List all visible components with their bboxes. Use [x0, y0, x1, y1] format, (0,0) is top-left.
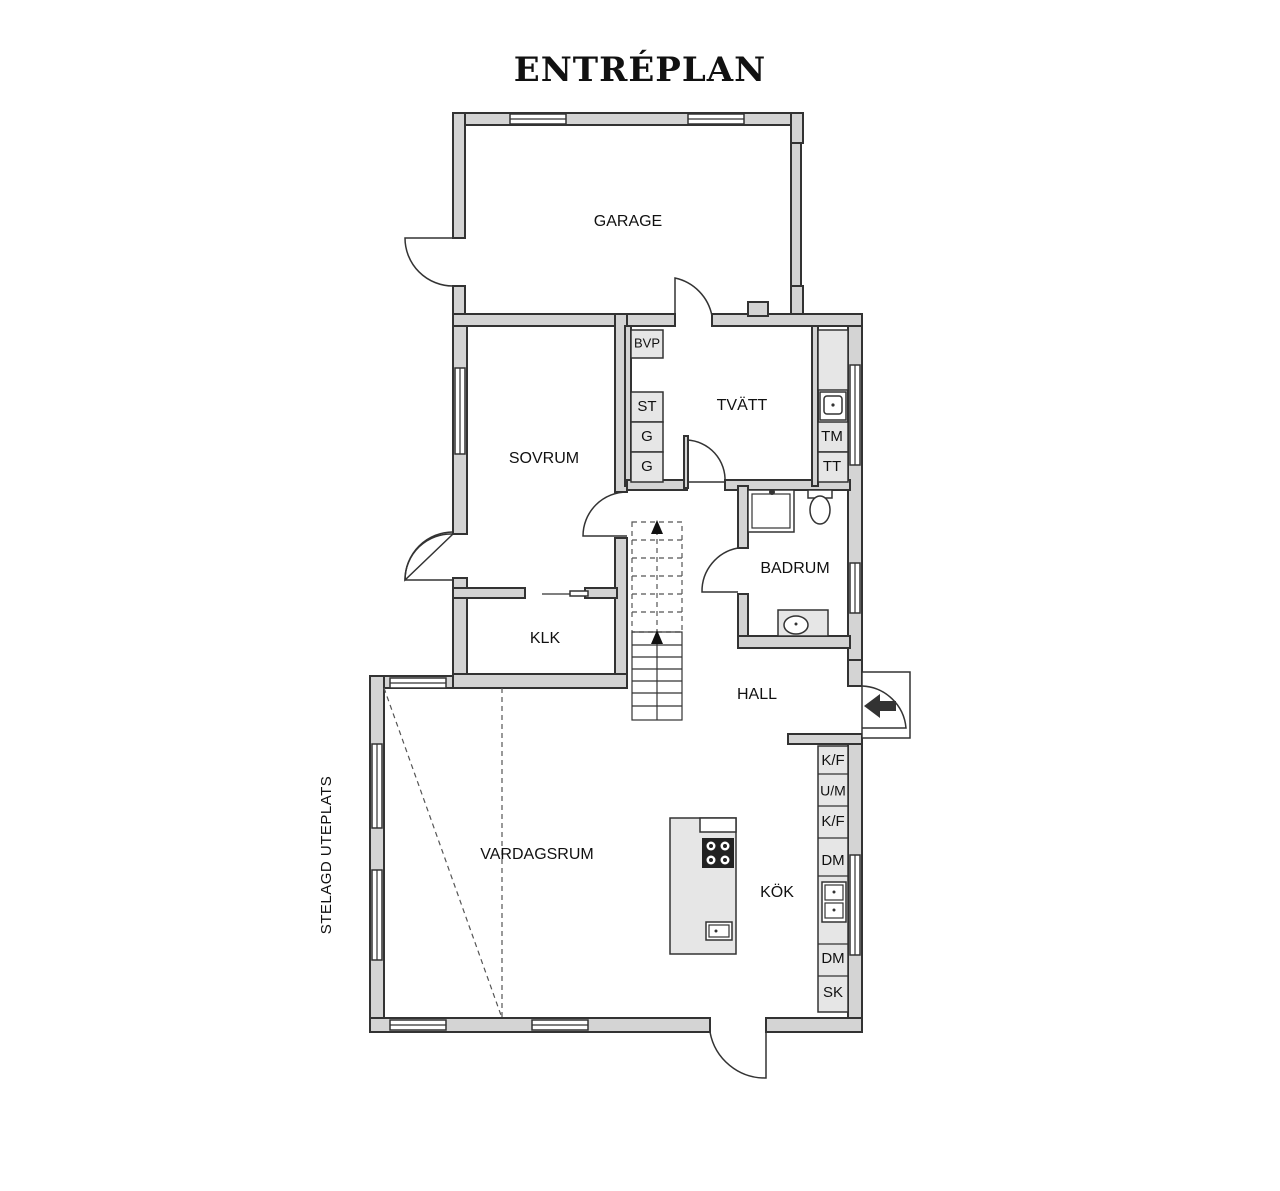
interior-walls — [452, 301, 863, 745]
staircase — [631, 520, 683, 721]
stair-arrow-icon — [651, 520, 663, 534]
room-label-tvatt: TVÄTT — [717, 396, 768, 414]
room-label-klk: KLK — [530, 630, 561, 647]
stove-icon — [702, 838, 734, 868]
terrace-label: STELAGD UTEPLATS — [318, 776, 335, 935]
sink-icon — [821, 881, 847, 923]
fixture-label-sk: SK — [823, 984, 843, 1001]
fixture-label-kf1: K/F — [821, 752, 844, 769]
fixture-label-tt: TT — [823, 458, 841, 475]
room-label-badrum: BADRUM — [760, 560, 829, 577]
shower-icon — [747, 489, 795, 533]
plan-title: ENTRÉPLAN — [513, 50, 767, 90]
entrance-arrow-icon — [864, 694, 896, 718]
room-label-vardagsrum: VARDAGSRUM — [480, 846, 594, 863]
fixture-label-dm1: DM — [821, 852, 844, 869]
fixture-label-bvp: BVP — [634, 335, 660, 350]
fixture-label-g2: G — [641, 458, 653, 475]
fixture-label-tm: TM — [821, 428, 843, 445]
room-label-hall: HALL — [737, 686, 777, 703]
room-label-sovrum: SOVRUM — [509, 450, 579, 467]
room-label-garage: GARAGE — [594, 213, 662, 230]
fixture-label-st: ST — [637, 398, 656, 415]
stair-arrow-icon — [651, 630, 663, 644]
windows — [371, 113, 861, 1031]
utility-fixtures — [630, 329, 849, 637]
room-label-kok: KÖK — [760, 883, 794, 901]
sink-icon — [777, 609, 829, 637]
fixture-label-um: U/M — [820, 783, 846, 799]
terrace-lines — [383, 687, 503, 1019]
fixture-label-kf2: K/F — [821, 813, 844, 830]
kitchen-fixtures — [669, 745, 849, 1013]
fixture-label-g1: G — [641, 428, 653, 445]
fixture-label-dm2: DM — [821, 950, 844, 967]
toilet-icon — [807, 489, 833, 525]
sink-icon — [705, 921, 733, 941]
